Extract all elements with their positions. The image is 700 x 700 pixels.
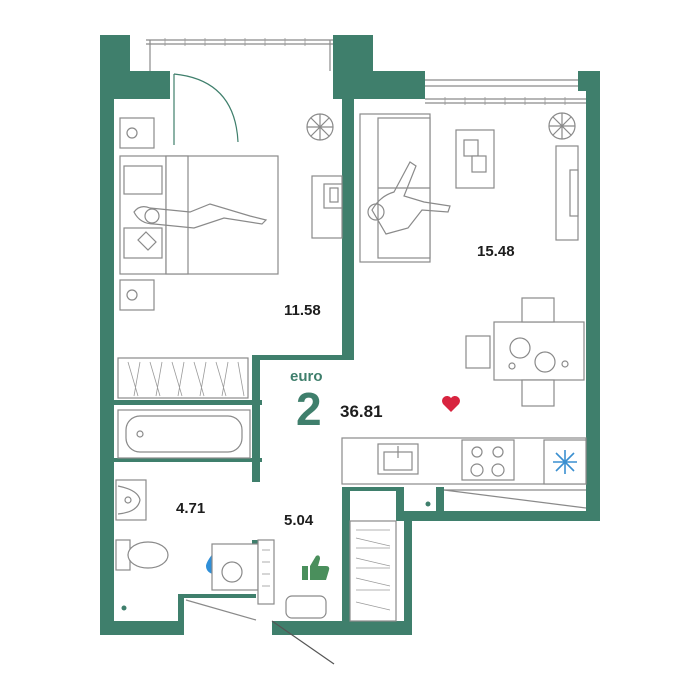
bedroom	[117, 113, 343, 399]
living-kitchen	[341, 112, 587, 485]
balcony-door	[173, 73, 239, 145]
rooms-count: 2	[296, 383, 322, 435]
room-area-living: 15.48	[477, 243, 515, 260]
plant-icon	[306, 113, 334, 141]
balcony-bottom	[425, 489, 587, 509]
snowflake-icon	[553, 450, 577, 474]
walls	[100, 35, 600, 635]
total-area: 36.81	[340, 402, 383, 421]
room-area-bedroom: 11.58	[284, 302, 321, 319]
bathroom	[115, 409, 259, 611]
thumbs-up-icon	[302, 555, 330, 580]
room-area-bathroom: 4.71	[176, 500, 206, 517]
plan-type-label: euro	[290, 368, 323, 385]
room-area-hallway: 5.04	[284, 512, 314, 529]
hallway	[185, 520, 397, 665]
windows	[146, 38, 586, 105]
plant-icon	[548, 112, 576, 140]
heart-icon	[442, 395, 460, 412]
